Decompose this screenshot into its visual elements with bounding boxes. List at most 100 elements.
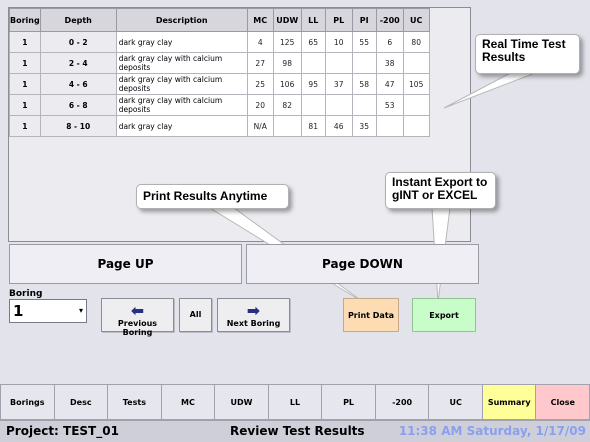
column-header: PL bbox=[324, 8, 353, 32]
table-cell bbox=[402, 115, 430, 137]
tab-summary[interactable]: Summary bbox=[482, 384, 537, 420]
table-cell: 1 bbox=[9, 94, 41, 116]
table-cell: 6 bbox=[375, 31, 404, 53]
clock-readout: 11:38 AM Saturday, 1/17/09 bbox=[398, 424, 586, 438]
tab-uc[interactable]: UC bbox=[429, 384, 483, 420]
table-cell: 4 bbox=[246, 31, 274, 53]
previous-boring-label: Previous Boring bbox=[117, 319, 158, 337]
table-cell bbox=[351, 52, 377, 74]
status-bar: Project: TEST_01 Review Test Results 11:… bbox=[0, 420, 590, 442]
tab-ll[interactable]: LL bbox=[268, 384, 323, 420]
table-cell: dark gray clay with calcium deposits bbox=[115, 73, 248, 95]
table-cell: dark gray clay bbox=[115, 31, 248, 53]
print-callout: Print Results Anytime bbox=[136, 184, 289, 209]
screen-title: Review Test Results bbox=[230, 424, 365, 438]
table-cell bbox=[375, 115, 404, 137]
boring-select-value: 1 bbox=[13, 302, 24, 320]
table-cell: 105 bbox=[402, 73, 430, 95]
column-header: PI bbox=[351, 8, 377, 32]
tab-label: Desc bbox=[70, 397, 92, 407]
table-cell: 1 bbox=[9, 31, 41, 53]
page-down-button[interactable]: Page DOWN bbox=[246, 244, 479, 284]
table-cell: 47 bbox=[375, 73, 404, 95]
table-cell: 8 - 10 bbox=[39, 115, 117, 137]
tab-label: PL bbox=[343, 397, 355, 407]
left-arrow-icon: ⬅ bbox=[130, 301, 145, 320]
tab-label: LL bbox=[289, 397, 301, 407]
column-header: UC bbox=[402, 8, 430, 32]
export-button[interactable]: Export bbox=[412, 298, 476, 332]
table-cell: 4 - 6 bbox=[39, 73, 117, 95]
table-cell: 98 bbox=[272, 52, 302, 74]
tab-udw[interactable]: UDW bbox=[215, 384, 269, 420]
tab-tests[interactable]: Tests bbox=[108, 384, 162, 420]
table-cell bbox=[300, 52, 326, 74]
tab-label: MC bbox=[180, 397, 195, 407]
boring-label: Boring bbox=[9, 289, 43, 299]
right-arrow-icon: ➡ bbox=[246, 301, 261, 320]
tab-label: Close bbox=[550, 397, 575, 407]
column-header: Depth bbox=[39, 8, 117, 32]
table-cell: 55 bbox=[351, 31, 377, 53]
print-data-label: Print Data bbox=[347, 310, 395, 320]
table-cell: 58 bbox=[351, 73, 377, 95]
table-cell bbox=[324, 94, 353, 116]
all-borings-label: All bbox=[189, 310, 202, 319]
tab-200[interactable]: -200 bbox=[375, 384, 430, 420]
realtime-callout: Real Time Test Results bbox=[475, 34, 580, 74]
table-cell: 81 bbox=[300, 115, 326, 137]
tab-borings[interactable]: Borings bbox=[0, 384, 55, 420]
table-cell bbox=[351, 94, 377, 116]
realtime-callout-text: Real Time Test Results bbox=[482, 37, 566, 64]
tab-close[interactable]: Close bbox=[536, 384, 590, 420]
tab-mc[interactable]: MC bbox=[161, 384, 216, 420]
page-up-button[interactable]: Page UP bbox=[9, 244, 242, 284]
table-cell bbox=[300, 94, 326, 116]
print-callout-text: Print Results Anytime bbox=[143, 189, 268, 203]
tab-label: UDW bbox=[230, 397, 253, 407]
export-callout-text: Instant Export to gINT or EXCEL bbox=[392, 175, 488, 202]
tab-pl[interactable]: PL bbox=[322, 384, 376, 420]
tab-label: Borings bbox=[10, 397, 45, 407]
table-cell: N/A bbox=[246, 115, 274, 137]
table-cell: 1 bbox=[9, 115, 41, 137]
all-borings-button[interactable]: All bbox=[179, 298, 212, 332]
table-cell: 95 bbox=[300, 73, 326, 95]
column-header: Description bbox=[115, 8, 248, 32]
print-data-button[interactable]: Print Data bbox=[343, 298, 399, 332]
table-cell: 37 bbox=[324, 73, 353, 95]
boring-select[interactable]: 1 ▾ bbox=[9, 299, 87, 323]
table-cell bbox=[402, 52, 430, 74]
table-cell: dark gray clay with calcium deposits bbox=[115, 94, 248, 116]
column-header: Boring bbox=[9, 8, 41, 32]
chevron-down-icon[interactable]: ▾ bbox=[78, 306, 83, 315]
table-cell: dark gray clay bbox=[115, 115, 248, 137]
table-cell: 35 bbox=[351, 115, 377, 137]
table-cell: 65 bbox=[300, 31, 326, 53]
tab-desc[interactable]: Desc bbox=[54, 384, 109, 420]
table-cell: 1 bbox=[9, 52, 41, 74]
table-cell: 27 bbox=[246, 52, 274, 74]
table-cell: 106 bbox=[272, 73, 302, 95]
column-header: LL bbox=[300, 8, 326, 32]
previous-boring-button[interactable]: ⬅ Previous Boring bbox=[101, 298, 174, 337]
column-header: -200 bbox=[375, 8, 404, 32]
page-up-label: Page UP bbox=[97, 257, 154, 271]
table-cell: 25 bbox=[246, 73, 274, 95]
tab-label: -200 bbox=[392, 397, 413, 407]
column-header: UDW bbox=[272, 8, 302, 32]
next-boring-button[interactable]: ➡ Next Boring bbox=[217, 298, 290, 332]
column-header: MC bbox=[246, 8, 274, 32]
table-cell bbox=[272, 115, 302, 137]
export-callout: Instant Export to gINT or EXCEL bbox=[385, 172, 496, 209]
table-cell bbox=[324, 52, 353, 74]
